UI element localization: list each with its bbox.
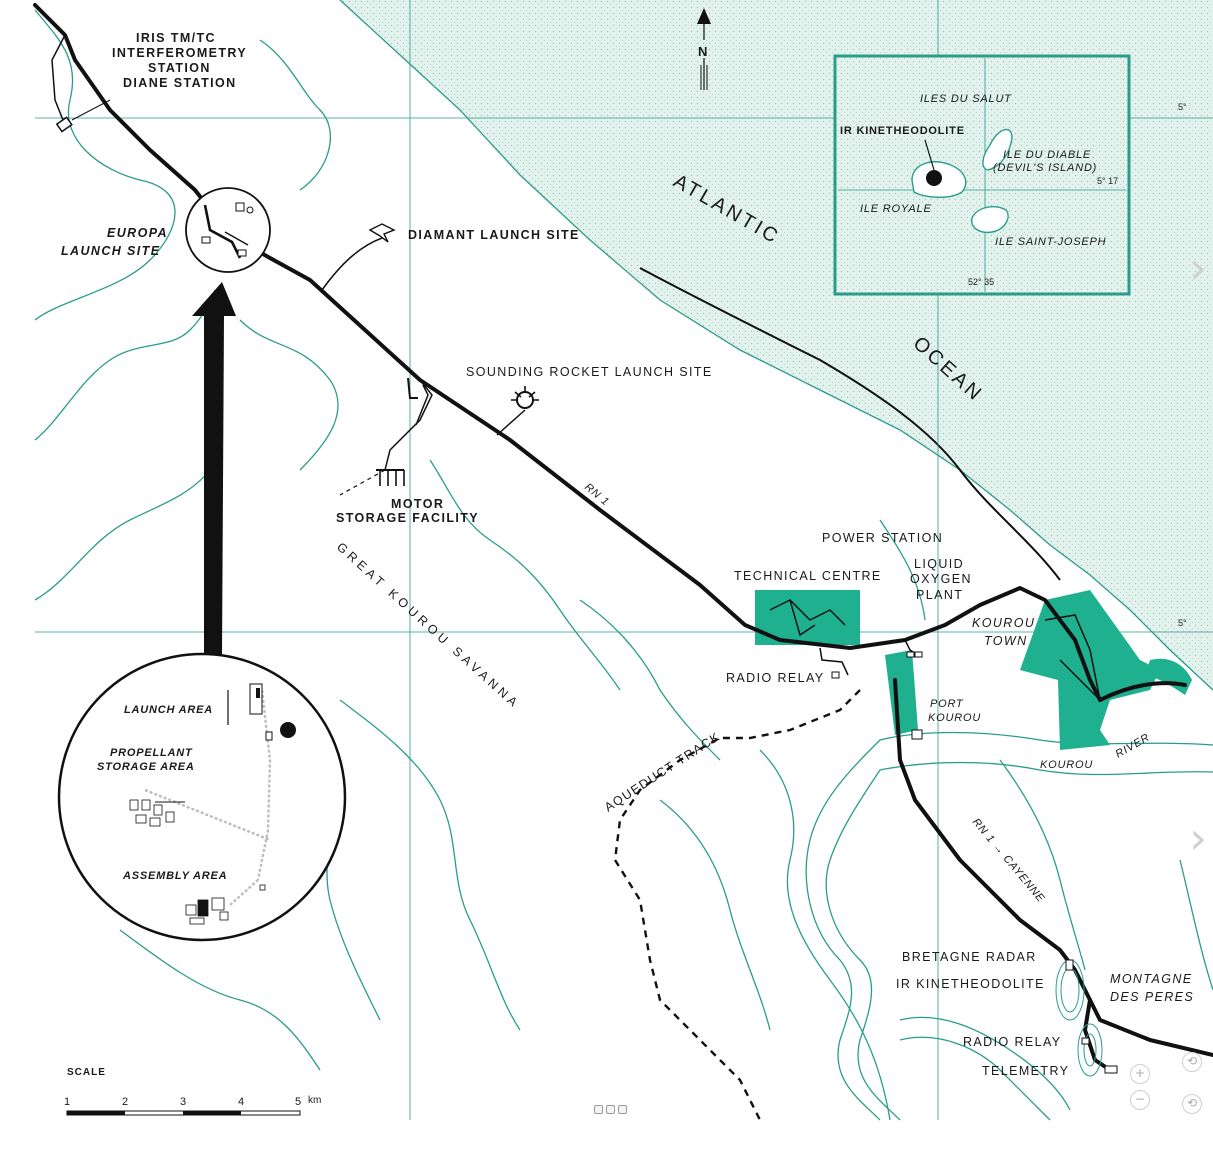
motor-label-1: MOTOR — [391, 497, 444, 511]
chevron-right-icon[interactable]: › — [1189, 243, 1207, 294]
scale-unit: km — [308, 1095, 321, 1106]
lox-label-3: PLANT — [916, 588, 963, 602]
north-label: N — [698, 44, 707, 59]
diamant-site-symbol — [368, 223, 396, 243]
inset-lon-label: 52° 35 — [968, 277, 994, 287]
grid-label-2: 5° — [1178, 618, 1187, 628]
iles-du-salut-label: ILES DU SALUT — [920, 93, 1012, 105]
iris-label-1: IRIS TM/TC — [136, 31, 216, 45]
lox-label-2: OXYGEN — [910, 572, 972, 586]
europa-label-1: EUROPA — [107, 226, 168, 240]
bretagne-radar-label: BRETAGNE RADAR — [902, 950, 1037, 964]
page-dots[interactable] — [594, 1105, 627, 1114]
sounding-site-symbol — [511, 386, 539, 409]
radio-relay-2-label: RADIO RELAY — [963, 1035, 1062, 1049]
devils-island-label: (DEVIL'S ISLAND) — [993, 162, 1097, 174]
north-arrow: N — [697, 8, 711, 90]
kourou-river-label-1: KOUROU — [1040, 759, 1093, 771]
zoom-in-button[interactable]: + — [1130, 1064, 1150, 1084]
iris-label-2: INTERFEROMETRY — [112, 46, 247, 60]
port-kourou-area — [885, 650, 918, 735]
rn1-label: RN 1 — [582, 481, 611, 508]
port-label-2: KOUROU — [928, 712, 981, 724]
scale-tick-5: 5 — [295, 1096, 301, 1108]
ile-saint-joseph-label: ILE SAINT-JOSEPH — [995, 236, 1106, 248]
scale-tick-2: 2 — [122, 1096, 128, 1108]
islands-inset[interactable]: ILES DU SALUT IR KINETHEODOLITE ILE DU D… — [833, 54, 1131, 296]
scale-tick-1: 1 — [64, 1096, 70, 1108]
ile-saint-joseph-shape — [971, 206, 1009, 234]
scale-tick-4: 4 — [238, 1096, 244, 1108]
port-label-1: PORT — [930, 698, 964, 710]
zoom-icon[interactable]: ⟲ — [1182, 1094, 1202, 1114]
iris-label-3: STATION — [148, 61, 211, 75]
radio-relay-symbol — [831, 671, 840, 679]
aqueduct-track — [613, 689, 861, 1121]
montagne-label-1: MONTAGNE — [1110, 972, 1193, 986]
rivers — [34, 9, 1213, 1121]
iris-label-4: DIANE STATION — [123, 76, 237, 90]
ir-kinetheodolite-label: IR KINETHEODOLITE — [896, 977, 1045, 991]
lox-label-1: LIQUID — [914, 557, 964, 571]
sounding-label: SOUNDING ROCKET LAUNCH SITE — [466, 365, 713, 379]
scale-bar: SCALE 1 2 3 4 5 km — [64, 1067, 321, 1116]
lox-plant-symbol — [906, 651, 923, 740]
ir-kinetheodolite-marker — [926, 170, 942, 186]
kourou-river — [805, 731, 1213, 1121]
rn1-cayenne-label: RN 1 → CAYENNE — [970, 816, 1047, 905]
europa-label-2: LAUNCH SITE — [61, 244, 160, 258]
telemetry-label: TELEMETRY — [982, 1064, 1069, 1078]
ile-du-diable-shape — [982, 128, 1013, 171]
diamant-label: DIAMANT LAUNCH SITE — [408, 228, 580, 242]
ile-du-diable-label: ILE DU DIABLE — [1003, 149, 1091, 161]
inset-lat-label: 5° 17 — [1097, 176, 1118, 186]
radio-relay-label: RADIO RELAY — [726, 671, 825, 685]
technical-centre-label: TECHNICAL CENTRE — [734, 569, 882, 583]
scale-tick-3: 3 — [180, 1096, 186, 1108]
grid-label-1: 5° — [1178, 102, 1187, 112]
savanna-label: GREAT KOUROU SAVANNA — [334, 540, 523, 712]
launch-area-label: LAUNCH AREA — [124, 704, 213, 716]
reset-view-button[interactable]: ⟲ — [1182, 1052, 1202, 1072]
europa-site-circle[interactable] — [185, 187, 271, 273]
europa-inset[interactable] — [57, 652, 347, 942]
iris-station-symbol — [55, 99, 111, 133]
coastline — [339, 0, 1213, 691]
assembly-label: ASSEMBLY AREA — [122, 870, 227, 882]
zoom-out-button[interactable]: − — [1130, 1090, 1150, 1110]
pointer-arrow — [192, 282, 236, 655]
kourou-town-area — [1020, 590, 1160, 750]
motor-storage-symbol — [376, 377, 418, 486]
ile-royale-label: ILE ROYALE — [860, 203, 932, 215]
inset-ir-kin-label: IR KINETHEODOLITE — [840, 125, 965, 137]
chevron-right-icon[interactable]: › — [1189, 813, 1207, 864]
kourou-town-label-1: KOUROU — [972, 616, 1035, 630]
kourou-river-label-2: RIVER — [1114, 731, 1153, 760]
propellant-label-2: STORAGE AREA — [97, 761, 195, 773]
motor-label-2: STORAGE FACILITY — [336, 511, 479, 525]
beach-line — [639, 267, 1061, 581]
scale-title: SCALE — [67, 1067, 106, 1078]
montagne-label-2: DES PERES — [1110, 990, 1194, 1004]
montagne-station-symbols — [1055, 959, 1118, 1077]
propellant-label-1: PROPELLANT — [110, 747, 193, 759]
power-station-label: POWER STATION — [822, 531, 943, 545]
kourou-town-label-2: TOWN — [984, 634, 1028, 648]
